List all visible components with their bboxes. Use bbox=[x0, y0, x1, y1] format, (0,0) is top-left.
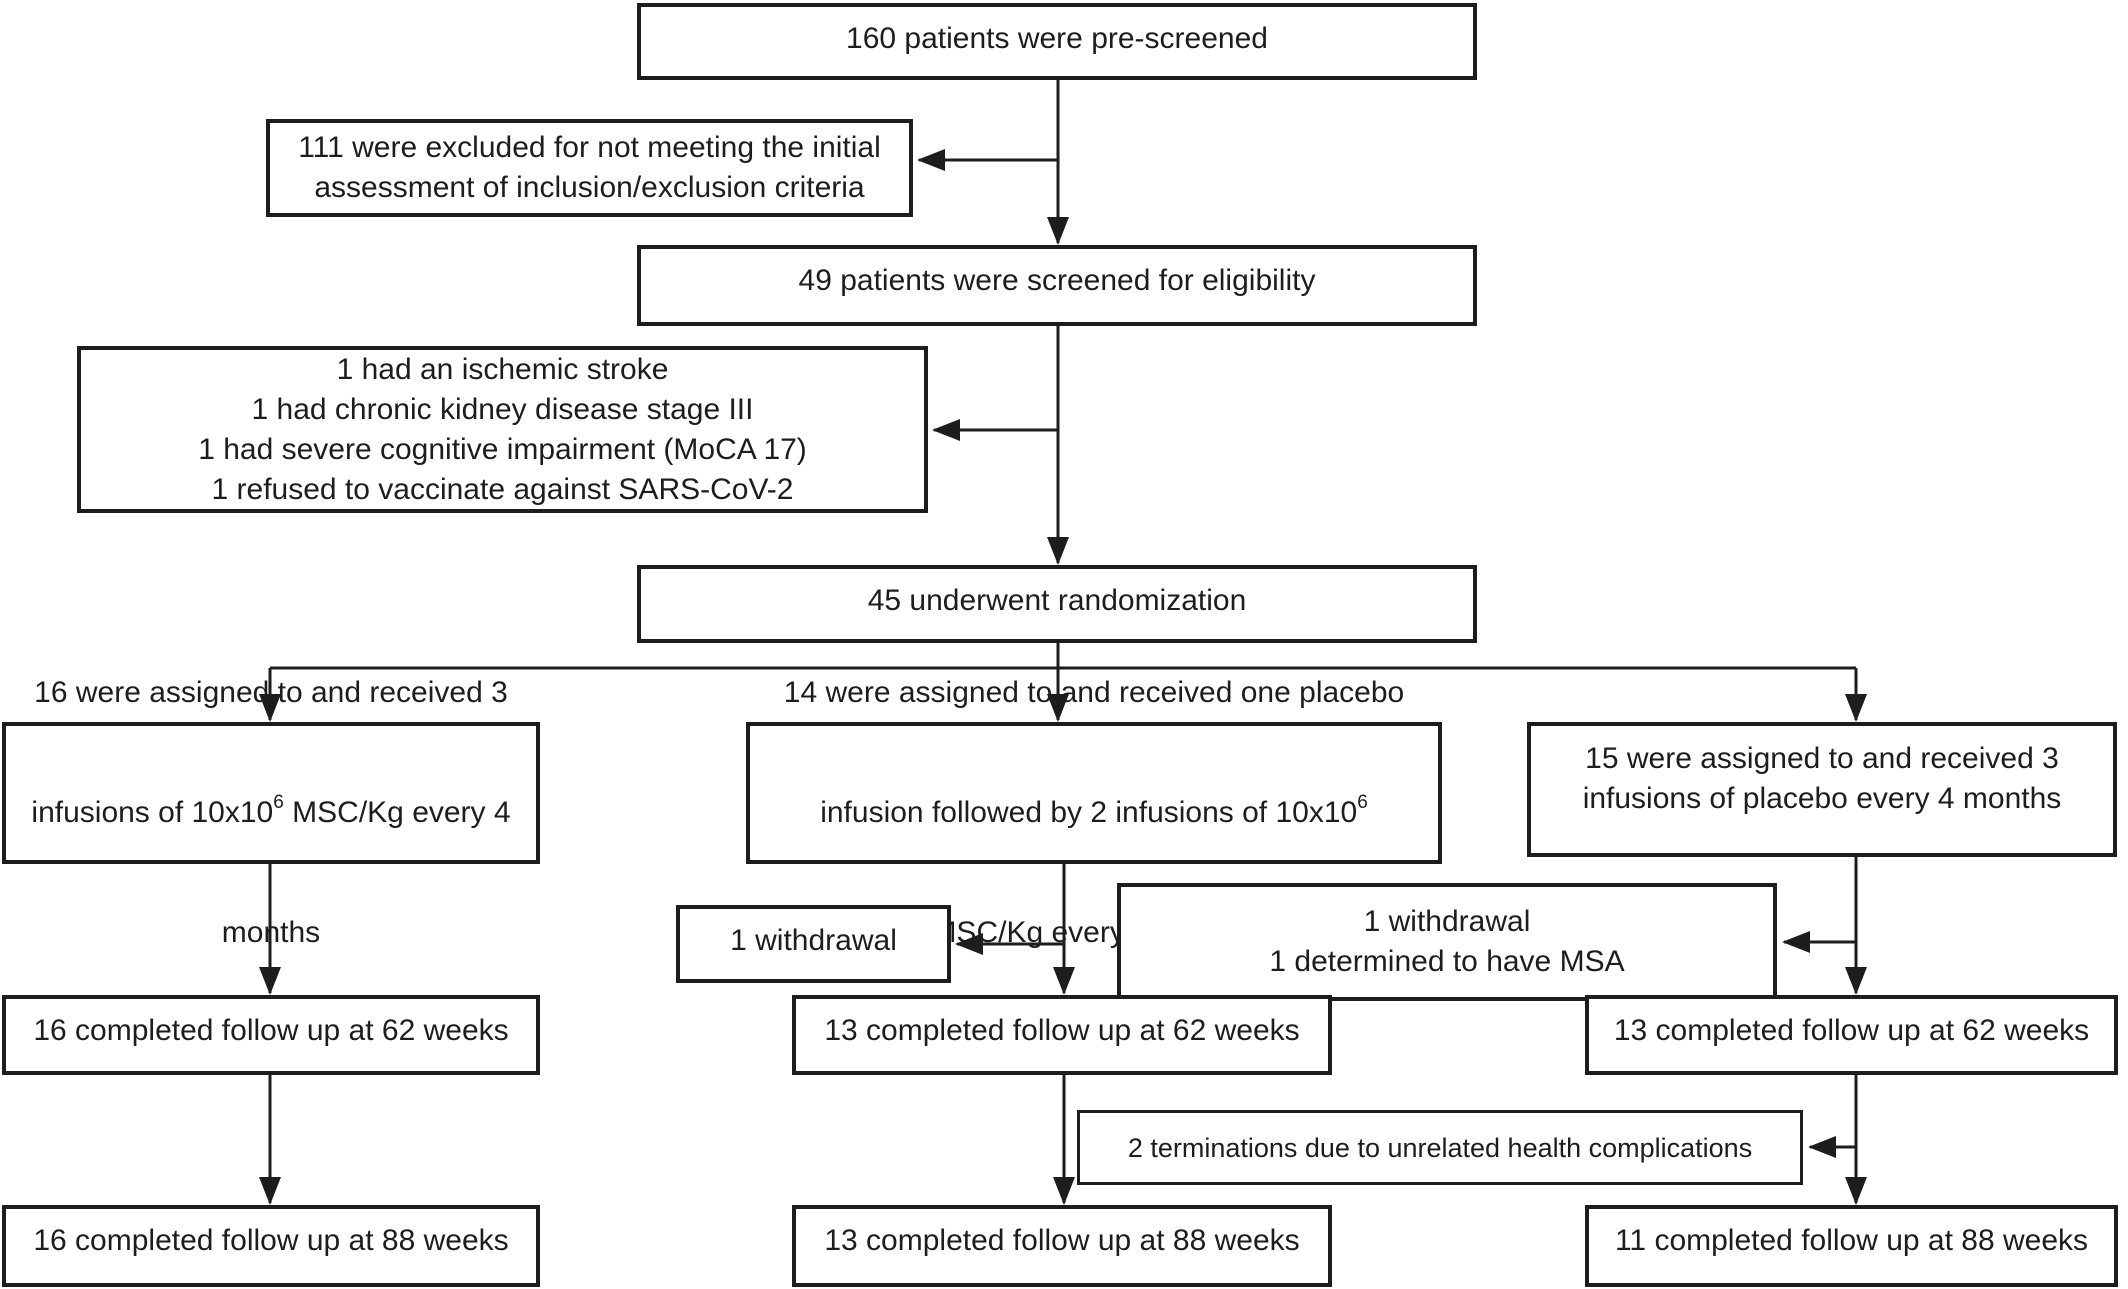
box-fu62-mid-text: 13 completed follow up at 62 weeks bbox=[824, 1014, 1300, 1047]
box-arm-msc-text: 16 were assigned to and received 3 infus… bbox=[31, 593, 510, 993]
box-arm-placebo: 15 were assigned to and received 3 infus… bbox=[1527, 722, 2117, 857]
box-randomized: 45 underwent randomization bbox=[637, 565, 1477, 643]
arm-msc-line2-pre: infusions of 10x10 bbox=[31, 796, 274, 829]
box-fu88-left-text: 16 completed follow up at 88 weeks bbox=[33, 1224, 509, 1257]
box-randomized-text: 45 underwent randomization bbox=[867, 584, 1247, 617]
box-prescreened-text: 160 patients were pre-screened bbox=[846, 22, 1268, 55]
arm-msc-line2-sup: 6 bbox=[273, 792, 284, 813]
box-excluded-screening: 1 had an ischemic stroke 1 had chronic k… bbox=[77, 346, 928, 513]
arm-placebo-msc-line1: 14 were assigned to and received one pla… bbox=[783, 676, 1405, 709]
box-arm-placebo-text: 15 were assigned to and received 3 infus… bbox=[1582, 741, 2062, 815]
box-withdrawal-mid: 1 withdrawal bbox=[676, 905, 951, 983]
arm-msc-line1: 16 were assigned to and received 3 bbox=[34, 676, 508, 709]
box-screened: 49 patients were screened for eligibilit… bbox=[637, 245, 1477, 326]
connector-right-column bbox=[1782, 857, 1867, 1205]
box-fu62-right: 13 completed follow up at 62 weeks bbox=[1585, 995, 2118, 1075]
box-arm-placebo-msc: 14 were assigned to and received one pla… bbox=[746, 676, 1442, 949]
box-fu62-mid: 13 completed follow up at 62 weeks bbox=[792, 995, 1332, 1075]
box-withdrawal-right: 1 withdrawal 1 determined to have MSA bbox=[1117, 883, 1777, 1001]
arm-msc-line3: months bbox=[221, 916, 321, 949]
box-withdrawal-right-text: 1 withdrawal 1 determined to have MSA bbox=[1269, 905, 1625, 978]
box-prescreened: 160 patients were pre-screened bbox=[637, 3, 1477, 80]
box-screened-text: 49 patients were screened for eligibilit… bbox=[798, 264, 1316, 297]
box-fu88-mid: 13 completed follow up at 88 weeks bbox=[792, 1205, 1332, 1287]
arm-placebo-msc-line2-sup: 6 bbox=[1357, 792, 1368, 813]
box-withdrawal-mid-text: 1 withdrawal bbox=[730, 924, 897, 957]
connector-middle-column bbox=[955, 864, 1075, 1205]
box-fu88-right-text: 11 completed follow up at 88 weeks bbox=[1614, 1224, 2089, 1257]
box-excluded-initial: 111 were excluded for not meeting the in… bbox=[266, 119, 913, 217]
box-fu62-right-text: 13 completed follow up at 62 weeks bbox=[1613, 1014, 2090, 1047]
box-fu62-left-text: 16 completed follow up at 62 weeks bbox=[33, 1014, 509, 1047]
box-excluded-initial-text: 111 were excluded for not meeting the in… bbox=[298, 131, 881, 204]
box-excluded-screening-text: 1 had an ischemic stroke 1 had chronic k… bbox=[198, 352, 807, 506]
box-terminations-text: 2 terminations due to unrelated health c… bbox=[1127, 1132, 1753, 1163]
arm-placebo-msc-line2-pre: infusion followed by 2 infusions of 10x1… bbox=[820, 796, 1358, 829]
connector-randomization-split bbox=[259, 643, 1867, 722]
connector-prescreened-to-screened bbox=[917, 80, 1069, 245]
arm-msc-line2-post: MSC/Kg every 4 bbox=[283, 796, 511, 829]
box-fu88-left: 16 completed follow up at 88 weeks bbox=[2, 1205, 540, 1287]
box-fu88-right: 11 completed follow up at 88 weeks bbox=[1585, 1205, 2118, 1287]
box-arm-msc: 16 were assigned to and received 3 infus… bbox=[2, 676, 540, 949]
box-fu62-left: 16 completed follow up at 62 weeks bbox=[2, 995, 540, 1075]
connector-screened-to-randomized bbox=[932, 326, 1069, 565]
box-terminations: 2 terminations due to unrelated health c… bbox=[1077, 1110, 1803, 1185]
box-fu88-mid-text: 13 completed follow up at 88 weeks bbox=[824, 1224, 1300, 1257]
